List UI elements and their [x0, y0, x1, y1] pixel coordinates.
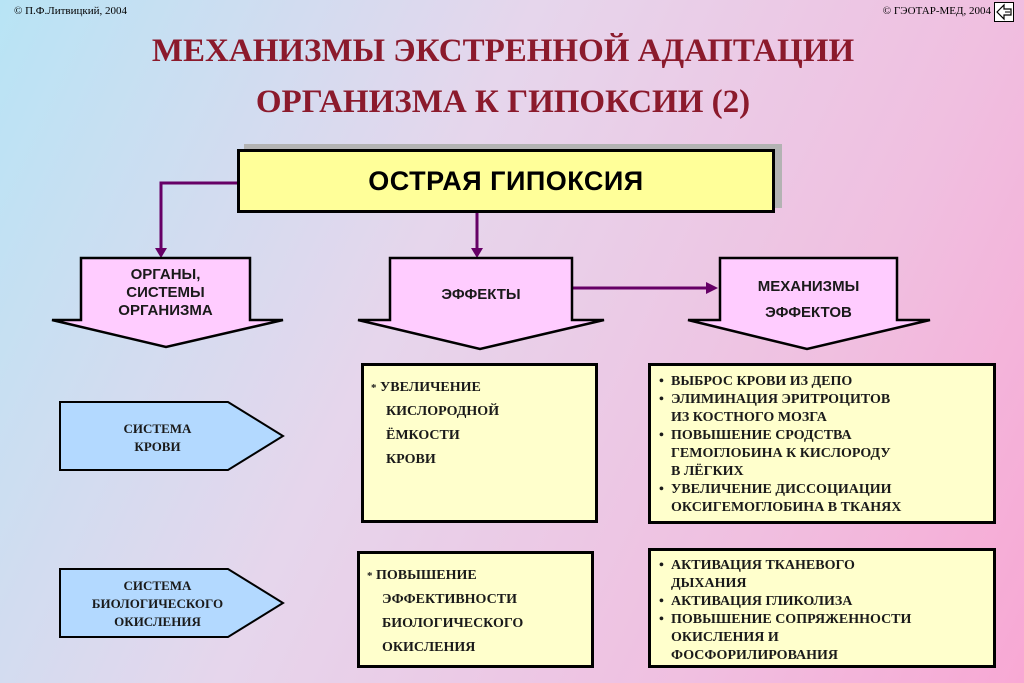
blood-system-line2: КРОВИ [134, 439, 181, 454]
arrowhead-effects [471, 248, 483, 258]
bullet-dot-icon: • [659, 392, 664, 407]
connector-to-organs [159, 181, 237, 248]
blood-system-line1: СИСТЕМА [123, 421, 192, 436]
bullet-dot-icon: • [659, 594, 664, 609]
oxidation-effect-line3: БИОЛОГИЧЕСКОГО [382, 616, 524, 631]
oxidation-effect-line2: ЭФФЕКТИВНОСТИ [382, 592, 517, 607]
effects-header-label: ЭФФЕКТЫ [441, 286, 521, 303]
organs-header-label: ОРГАНЫ, СИСТЕМЫ ОРГАНИЗМА [81, 266, 250, 320]
mech-text: УВЕЛИЧЕНИЕ ДИССОЦИАЦИИ [671, 482, 892, 497]
blood-effect-line3: ЁМКОСТИ [386, 428, 460, 443]
mech-text: АКТИВАЦИЯ ГЛИКОЛИЗА [671, 594, 853, 609]
asterisk-bullet-icon: * [371, 382, 377, 394]
oxidation-effect-box: * ПОВЫШЕНИЕ ЭФФЕКТИВНОСТИ БИОЛОГИЧЕСКОГО… [357, 551, 594, 668]
effects-header-arrow [357, 256, 605, 351]
oxidation-system-line2: БИОЛОГИЧЕСКОГО [91, 596, 224, 611]
blood-effect-line4: КРОВИ [386, 452, 436, 467]
arrowhead-mechanisms [706, 282, 718, 294]
bullet-dot-icon: • [659, 558, 664, 573]
bullet-dot-icon: • [659, 374, 664, 389]
asterisk-bullet-icon: * [367, 570, 373, 582]
mech-text: ИЗ КОСТНОГО МОЗГА [671, 410, 827, 425]
arrowhead-organs [155, 248, 167, 258]
copyright-left: © П.Ф.Литвицкий, 2004 [14, 5, 127, 17]
mechanisms-header-arrow [687, 256, 931, 351]
list-item: • ПОВЫШЕНИЕ СРОДСТВА ГЕМОГЛОБИНА К КИСЛОРО… [659, 427, 993, 481]
list-item: • ВЫБРОС КРОВИ ИЗ ДЕПО [659, 373, 993, 391]
oxidation-system-line3: ОКИСЛЕНИЯ [114, 614, 201, 629]
oxidation-system-arrow [59, 568, 285, 638]
copyright-right: © ГЭОТАР-МЕД, 2004 [882, 5, 991, 17]
mech-text: ГЕМОГЛОБИНА К КИСЛОРОДУ [671, 446, 891, 461]
bullet-dot-icon: • [659, 428, 664, 443]
bullet-dot-icon: • [659, 612, 664, 627]
organs-label-line2: СИСТЕМЫ [126, 284, 205, 301]
oxidation-mechanisms-box: • АКТИВАЦИЯ ТКАНЕВОГО ДЫХАНИЯ • АКТИВАЦИЯ Г… [648, 548, 996, 668]
organs-label-line1: ОРГАНЫ, [130, 266, 201, 283]
mech-text: ОКСИГЕМОГЛОБИНА В ТКАНЯХ [671, 500, 902, 515]
acute-hypoxia-box: ОСТРАЯ ГИПОКСИЯ [237, 149, 775, 213]
bullet-dot-icon: • [659, 482, 664, 497]
organs-header-arrow [51, 256, 284, 349]
list-item: • ПОВЫШЕНИЕ СОПРЯЖЕННОСТИ ОКИСЛЕНИЯ И ФОСФО… [659, 611, 993, 665]
blood-mechanisms-box: • ВЫБРОС КРОВИ ИЗ ДЕПО • ЭЛИМИНАЦИЯ ЭРИТРО… [648, 363, 996, 524]
mech-text: ВЫБРОС КРОВИ ИЗ ДЕПО [671, 374, 853, 389]
mechanisms-header-label: МЕХАНИЗМЫ ЭФФЕКТОВ [720, 274, 897, 326]
oxidation-effect-line4: ОКИСЛЕНИЯ [382, 640, 476, 655]
blood-effect-line2: КИСЛОРОДНОЙ [386, 404, 500, 419]
blood-effect-line1: УВЕЛИЧЕНИЕ [380, 380, 481, 395]
mech-text: ПОВЫШЕНИЕ СРОДСТВА [671, 428, 852, 443]
oxidation-system-label: СИСТЕМА БИОЛОГИЧЕСКОГО ОКИСЛЕНИЯ [60, 577, 255, 631]
mechanisms-label-line1: МЕХАНИЗМЫ [757, 278, 860, 295]
blood-system-label: СИСТЕМА КРОВИ [60, 420, 255, 456]
list-item: • УВЕЛИЧЕНИЕ ДИССОЦИАЦИИ ОКСИГЕМОГЛОБИНА В… [659, 481, 993, 517]
mech-text: АКТИВАЦИЯ ТКАНЕВОГО [671, 558, 855, 573]
list-item: • ЭЛИМИНАЦИЯ ЭРИТРОЦИТОВ ИЗ КОСТНОГО МОЗГА [659, 391, 993, 427]
blood-effect-box: * УВЕЛИЧЕНИЕ КИСЛОРОДНОЙ ЁМКОСТИ КРОВИ [361, 363, 598, 523]
oxidation-system-line1: СИСТЕМА [123, 578, 192, 593]
mech-text: ДЫХАНИЯ [671, 576, 747, 591]
oxidation-effect-line1: ПОВЫШЕНИЕ [376, 568, 477, 583]
page-title-line2: ОРГАНИЗМА К ГИПОКСИИ (2) [255, 84, 751, 120]
blood-system-arrow [59, 401, 285, 471]
mech-text: В ЛЁГКИХ [671, 464, 744, 479]
organs-label-line3: ОРГАНИЗМА [118, 302, 213, 319]
publisher-logo-icon [994, 2, 1014, 22]
list-item: • АКТИВАЦИЯ ГЛИКОЛИЗА [659, 593, 993, 611]
mechanisms-label-line2: ЭФФЕКТОВ [765, 304, 852, 321]
mech-text: ПОВЫШЕНИЕ СОПРЯЖЕННОСТИ [671, 612, 912, 627]
mech-text: ФОСФОРИЛИРОВАНИЯ [671, 648, 839, 663]
mech-text: ОКИСЛЕНИЯ И [671, 630, 779, 645]
page-title-line1: МЕХАНИЗМЫ ЭКСТРЕННОЙ АДАПТАЦИИ [151, 33, 855, 69]
mech-text: ЭЛИМИНАЦИЯ ЭРИТРОЦИТОВ [671, 392, 891, 407]
list-item: • АКТИВАЦИЯ ТКАНЕВОГО ДЫХАНИЯ [659, 557, 993, 593]
